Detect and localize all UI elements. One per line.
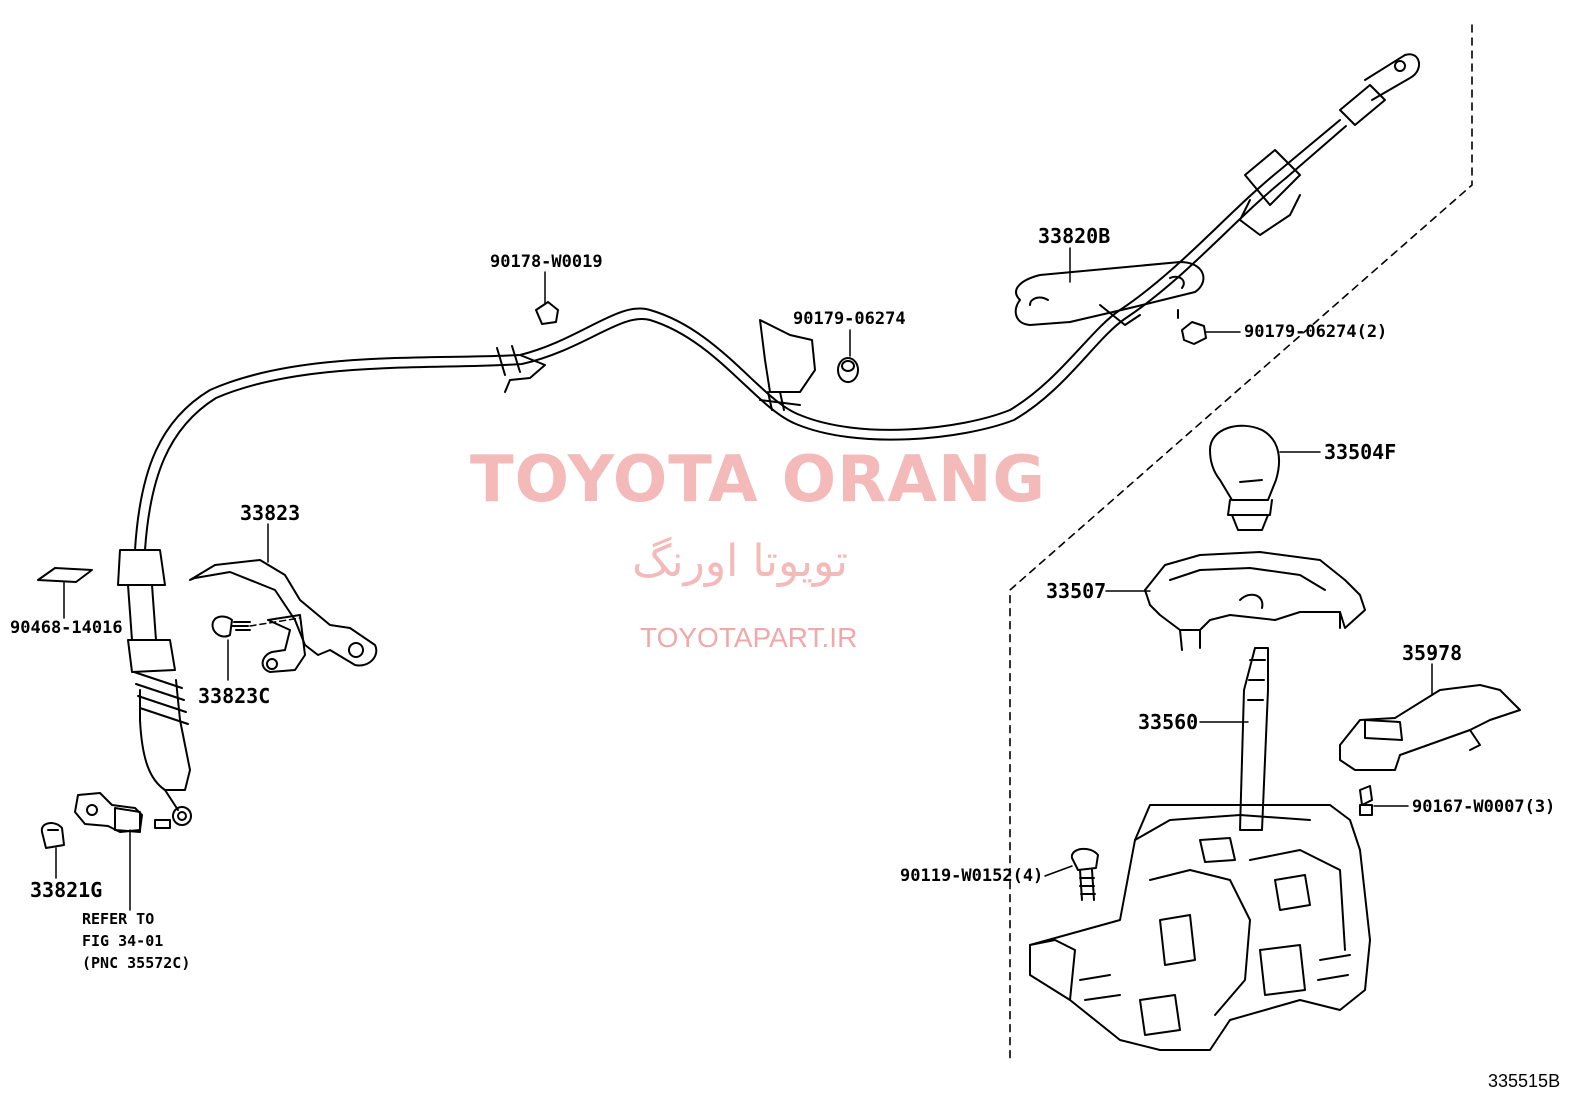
watermark-persian: تویوتا اورنگ (632, 536, 848, 587)
cable-bracket-33820b (1014, 261, 1205, 326)
nut-90179-06274-x2 (1177, 309, 1207, 345)
assembly-boundary-dashed (1009, 24, 1473, 1061)
refer-note: REFER TO FIG 34-01 (PNC 35572C) (82, 908, 190, 974)
label-90179-06274-x2: 90179-06274(2) (1244, 322, 1388, 342)
watermark-title: TOYOTA ORANG (470, 443, 1047, 517)
shift-lever-33560 (1239, 647, 1269, 831)
shift-cover-33507 (1144, 551, 1366, 651)
clamp-90468-14016 (37, 567, 93, 583)
clip-90178-w0019 (535, 301, 559, 325)
label-90119-w0152-x4: 90119-W0152(4) (900, 866, 1044, 886)
key-lock-part (74, 792, 171, 833)
leader-lines (55, 247, 1433, 911)
figure-id: 335515B (1488, 1071, 1561, 1091)
shift-control-cable (117, 53, 1420, 826)
label-33560: 33560 (1138, 710, 1199, 734)
label-35978: 35978 (1402, 641, 1463, 665)
label-33823c: 33823C (198, 684, 271, 708)
bracket-33823 (189, 559, 378, 673)
refer-note-line2: FIG 34-01 (82, 932, 164, 950)
indicator-panel-35978 (1339, 684, 1521, 771)
label-90179-06274: 90179-06274 (793, 309, 906, 329)
shift-lever-base-assembly (1029, 804, 1371, 1051)
pin-33821g (40, 822, 65, 849)
screw-90167-w0007 (1359, 785, 1373, 816)
label-33507: 33507 (1046, 579, 1107, 603)
label-90178-w0019: 90178-W0019 (490, 252, 603, 272)
label-33504f: 33504F (1324, 440, 1397, 464)
grommet-90179-06274 (759, 319, 859, 393)
label-90167-w0007-x3: 90167-W0007(3) (1412, 797, 1556, 817)
label-33820b: 33820B (1038, 224, 1111, 248)
bolt-33823c (211, 615, 251, 638)
shift-knob-33504f (1209, 424, 1280, 531)
watermark-site: TOYOTAPART.IR (640, 622, 858, 653)
label-33821g: 33821G (30, 878, 103, 902)
refer-note-line3: (PNC 35572C) (82, 954, 191, 972)
refer-note-line1: REFER TO (82, 910, 155, 928)
label-33823: 33823 (240, 501, 301, 525)
label-90468-14016: 90468-14016 (10, 618, 123, 638)
bolt-90119-w0152 (1070, 847, 1099, 901)
